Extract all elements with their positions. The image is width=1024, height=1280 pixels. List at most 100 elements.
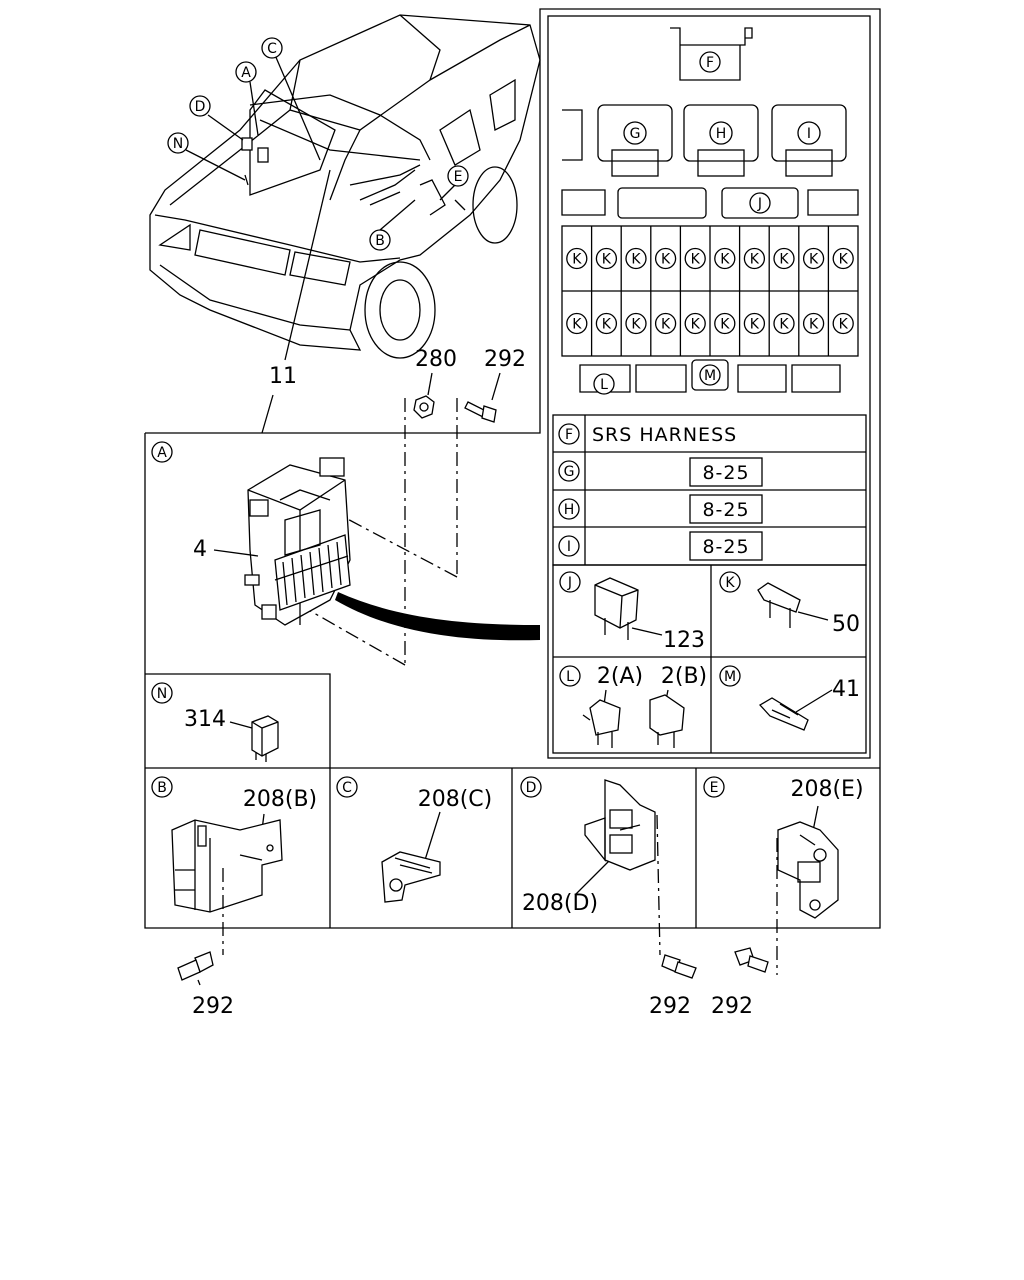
fuse-slot-k: K bbox=[566, 247, 588, 270]
svg-text:K: K bbox=[602, 252, 612, 268]
cell-k: K 50 bbox=[719, 571, 860, 637]
fuse-slot-k: K bbox=[802, 312, 825, 335]
callout-l-detail: L bbox=[593, 373, 615, 395]
svg-text:E: E bbox=[710, 780, 719, 796]
panel-b: B 208(B) bbox=[151, 776, 317, 913]
svg-text:H: H bbox=[716, 126, 727, 142]
callout-i-detail: I bbox=[797, 121, 821, 145]
svg-text:L: L bbox=[566, 669, 574, 685]
legend-ref-g: 8-25 bbox=[702, 462, 749, 484]
fuse-box-4 bbox=[244, 457, 351, 626]
svg-text:K: K bbox=[572, 252, 582, 268]
cell-l: L 2(A) 2(B) bbox=[559, 664, 707, 748]
svg-text:A: A bbox=[157, 445, 167, 461]
legend-row-i: I 8-25 bbox=[558, 531, 763, 561]
fuse-slot-k: K bbox=[802, 247, 825, 270]
svg-text:K: K bbox=[572, 317, 582, 333]
svg-text:A: A bbox=[241, 65, 251, 81]
legend-row-h: H 8-25 bbox=[558, 494, 763, 524]
fuse-2a bbox=[582, 699, 621, 748]
bracket-208b bbox=[171, 819, 283, 913]
legend-row-g: G 8-25 bbox=[558, 457, 763, 487]
svg-text:F: F bbox=[565, 427, 573, 443]
legend-ref-i: 8-25 bbox=[702, 536, 749, 558]
vehicle-illustration bbox=[149, 14, 541, 359]
fuse-layout-detail bbox=[547, 15, 871, 759]
callout-b-vehicle: B bbox=[369, 229, 391, 251]
callout-292-top: 292 bbox=[484, 347, 526, 372]
fuse-slot-k: K bbox=[595, 247, 618, 270]
svg-text:K: K bbox=[809, 317, 819, 333]
svg-text:E: E bbox=[454, 169, 463, 185]
fuse-slot-k: K bbox=[684, 247, 706, 270]
detail-arrow bbox=[335, 592, 540, 641]
bolt-292-e bbox=[734, 947, 769, 973]
fuse-slot-k: K bbox=[832, 312, 854, 335]
bracket-208e bbox=[777, 821, 839, 919]
callout-4: 4 bbox=[193, 537, 207, 562]
callout-j-detail: J bbox=[749, 192, 771, 214]
svg-text:K: K bbox=[691, 317, 701, 333]
svg-text:B: B bbox=[375, 233, 385, 249]
callout-208e: 208(E) bbox=[790, 777, 863, 802]
svg-text:D: D bbox=[526, 780, 537, 796]
callout-g-detail: G bbox=[623, 121, 647, 145]
legend-srs-harness: SRS HARNESS bbox=[592, 424, 737, 446]
fuse-50 bbox=[757, 582, 801, 628]
svg-text:K: K bbox=[661, 252, 671, 268]
callout-50: 50 bbox=[832, 612, 860, 637]
fuse-slot-k: K bbox=[654, 247, 677, 270]
svg-text:K: K bbox=[720, 317, 730, 333]
svg-text:K: K bbox=[661, 317, 671, 333]
relay-314 bbox=[251, 715, 279, 762]
callout-292-e: 292 bbox=[711, 994, 753, 1019]
fuse-slot-k: K bbox=[625, 312, 647, 335]
fuse-puller-41 bbox=[758, 697, 809, 731]
fuse-slot-k: K bbox=[773, 312, 795, 335]
callout-292-d: 292 bbox=[649, 994, 691, 1019]
relay-123 bbox=[594, 577, 639, 640]
bolt-292-b bbox=[177, 951, 214, 981]
cell-m: M 41 bbox=[719, 665, 860, 731]
fuse-slot-k: K bbox=[595, 312, 618, 335]
svg-text:K: K bbox=[750, 252, 760, 268]
callout-314: 314 bbox=[184, 707, 226, 732]
nut-280 bbox=[413, 395, 435, 419]
fuse-slot-k: K bbox=[832, 247, 854, 270]
callout-h-detail: H bbox=[709, 121, 733, 145]
svg-text:C: C bbox=[342, 780, 352, 796]
callout-11: 11 bbox=[269, 364, 297, 389]
callout-123: 123 bbox=[663, 628, 705, 653]
panel-c: C 208(C) bbox=[336, 776, 492, 903]
fuse-slot-k: K bbox=[654, 312, 677, 335]
svg-text:N: N bbox=[157, 686, 167, 702]
svg-text:K: K bbox=[779, 317, 789, 333]
fuse-slot-k: K bbox=[773, 247, 795, 270]
bracket-208d bbox=[584, 779, 656, 871]
callout-292-b: 292 bbox=[192, 994, 234, 1019]
svg-text:B: B bbox=[157, 780, 167, 796]
callout-208b: 208(B) bbox=[243, 787, 317, 812]
svg-text:L: L bbox=[600, 377, 608, 393]
callout-a-vehicle: A bbox=[235, 61, 257, 83]
panel-d: D 208(D) bbox=[520, 776, 656, 916]
svg-text:M: M bbox=[724, 669, 736, 685]
svg-text:M: M bbox=[704, 368, 716, 384]
callout-2a: 2(A) bbox=[597, 664, 643, 689]
cell-j: J 123 bbox=[559, 571, 705, 653]
svg-text:C: C bbox=[267, 41, 277, 57]
callout-41: 41 bbox=[832, 677, 860, 702]
panel-e: E 208(E) bbox=[703, 776, 864, 919]
bolt-292-d bbox=[661, 954, 697, 979]
svg-text:I: I bbox=[807, 126, 811, 142]
fuse-slot-k: K bbox=[714, 312, 736, 335]
svg-text:K: K bbox=[839, 317, 849, 333]
bracket-208c bbox=[381, 851, 441, 903]
svg-text:J: J bbox=[757, 196, 762, 212]
svg-text:K: K bbox=[839, 252, 849, 268]
callout-e-vehicle: E bbox=[447, 165, 469, 187]
panel-a: A bbox=[144, 8, 881, 769]
callout-f-detail: F bbox=[699, 51, 721, 73]
